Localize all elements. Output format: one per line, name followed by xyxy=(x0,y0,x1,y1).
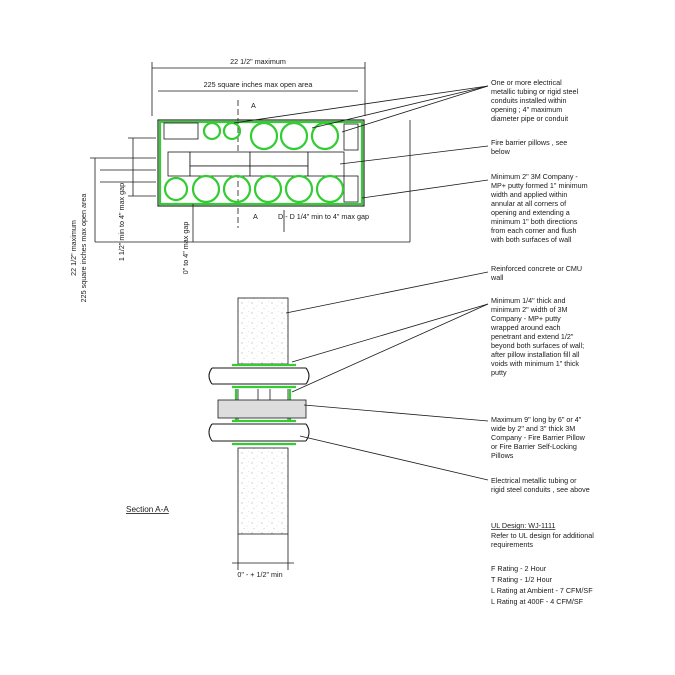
section-mark-a-top: A xyxy=(251,101,256,110)
callout-wall: Reinforced concrete or CMU wall xyxy=(490,264,584,282)
callout-conduits: One or more electrical metallic tubing o… xyxy=(491,78,580,123)
rating-lines: F Rating - 2 Hour T Rating - 1/2 Hour L … xyxy=(491,564,595,606)
dim-height-label: 22 1/2" maximum xyxy=(69,220,78,276)
dim-height-area-label: 225 square inches max open area xyxy=(79,194,88,303)
ratings-block: UL Design: WJ-1111 Refer to UL design fo… xyxy=(491,521,596,606)
callout-pillows: Fire barrier pillows , see below xyxy=(491,138,569,156)
callout-putty-plan: Minimum 2" 3M Company - MP+ putty formed… xyxy=(490,172,590,244)
section-title: Section A-A xyxy=(126,505,169,514)
plan-view: 22 1/2" maximum 225 square inches max op… xyxy=(69,57,411,303)
ul-design-label: UL Design: WJ-1111 xyxy=(491,521,555,530)
dim-dd-label: D - D 1/4" min to 4" max gap xyxy=(278,212,369,221)
dim-area-label: 225 square inches max open area xyxy=(204,80,313,89)
leader-lines xyxy=(233,85,489,481)
dim-wall-label: 0" - + 1/2" min xyxy=(237,570,282,579)
section-view: 0" - + 1/2" min Section A-A xyxy=(126,297,310,579)
callout-conduit-section: Electrical metallic tubing or rigid stee… xyxy=(491,476,590,494)
dim-width-label: 22 1/2" maximum xyxy=(230,57,286,66)
callout-pillow-section: Maximum 9" long by 6" or 4" wide by 2" a… xyxy=(490,415,587,460)
callout-putty-section: Minimum 1/4" thick and minimum 2" width … xyxy=(490,296,586,377)
section-mark-a-bottom: A xyxy=(253,212,258,221)
callouts: One or more electrical metallic tubing o… xyxy=(490,78,590,494)
dim-pillow-gap-label: 1 1/2" min to 4" max gap xyxy=(117,183,126,261)
dim-wall-gap-label: 0" to 4" max gap xyxy=(181,222,190,275)
ul-refer-text: Refer to UL design for additional requir… xyxy=(491,531,596,549)
